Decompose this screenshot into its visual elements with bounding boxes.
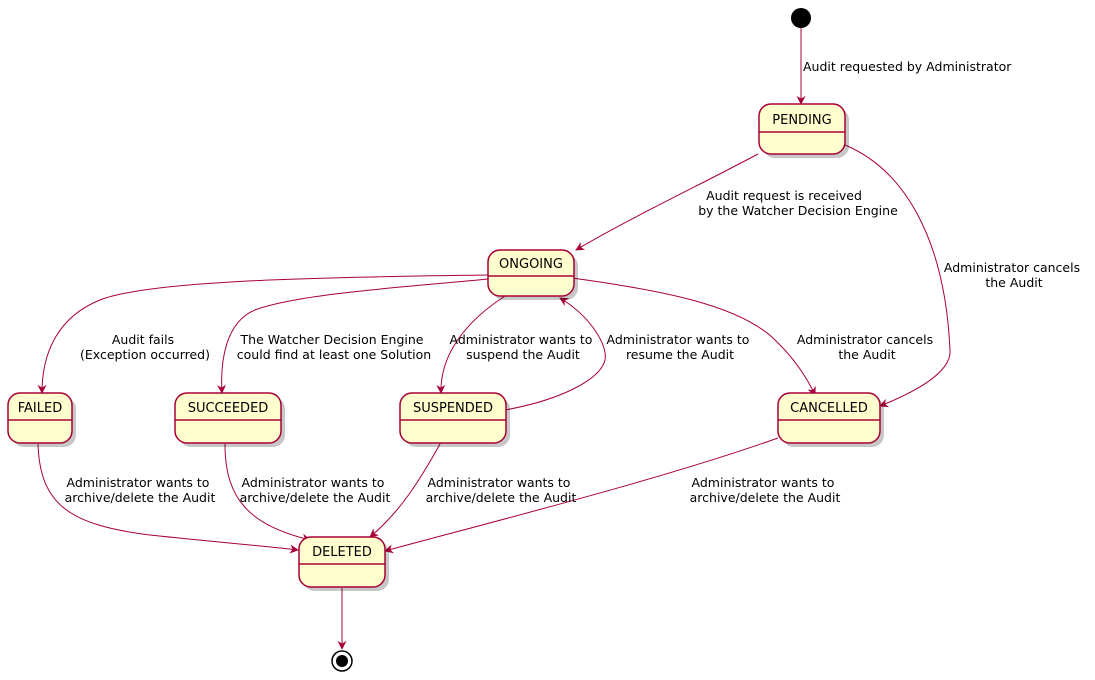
label-suspended-to-deleted: Administrator wants to archive/delete th… [426, 475, 577, 505]
state-label: SUCCEEDED [188, 401, 269, 416]
state-ongoing: ONGOING [487, 249, 578, 300]
state-failed: FAILED [7, 392, 76, 447]
edge-succeeded-to-deleted [224, 443, 311, 543]
label-ongoing-to-failed: Audit fails (Exception occurred) [80, 332, 210, 362]
label-succeeded-to-deleted: Administrator wants to archive/delete th… [240, 475, 391, 505]
end-node [331, 650, 353, 672]
label-suspended-to-ongoing: Administrator wants to resume the Audit [607, 332, 754, 362]
label-start-to-pending: Audit requested by Administrator [803, 59, 1012, 74]
edge-failed-to-deleted [37, 443, 299, 554]
edge-suspended-to-deleted [369, 443, 441, 538]
edge-pending-to-cancelled [844, 144, 951, 408]
label-ongoing-to-succeeded: The Watcher Decision Engine could find a… [237, 332, 431, 362]
edge-suspended-to-ongoing [504, 297, 606, 411]
label-failed-to-deleted: Administrator wants to archive/delete th… [65, 475, 216, 505]
state-suspended: SUSPENDED [399, 392, 510, 447]
state-label: SUSPENDED [413, 401, 493, 416]
state-label: CANCELLED [790, 401, 868, 416]
state-label: FAILED [18, 401, 62, 416]
state-label: ONGOING [499, 257, 563, 272]
edge-ongoing-to-succeeded [217, 278, 489, 394]
edge-ongoing-to-failed [37, 274, 489, 394]
label-ongoing-to-suspended: Administrator wants to suspend the Audit [450, 332, 597, 362]
state-cancelled: CANCELLED [777, 392, 884, 447]
label-cancelled-to-deleted: Administrator wants to archive/delete th… [690, 475, 841, 505]
state-succeeded: SUCCEEDED [174, 392, 285, 447]
label-ongoing-to-cancelled: Administrator cancels the Audit [797, 332, 937, 362]
edge-ongoing-to-cancelled [571, 277, 816, 396]
edge-cancelled-to-deleted [384, 437, 779, 554]
state-pending: PENDING [758, 103, 849, 158]
edge-pending-to-ongoing [575, 153, 759, 251]
start-node [791, 8, 811, 28]
edge-ongoing-to-suspended [436, 295, 506, 394]
label-pending-to-cancelled: Administrator cancels the Audit [944, 260, 1084, 290]
state-label: PENDING [772, 113, 831, 128]
state-label: DELETED [312, 545, 372, 560]
label-pending-to-ongoing: Audit request is received by the Watcher… [698, 188, 898, 218]
state-deleted: DELETED [298, 536, 389, 591]
